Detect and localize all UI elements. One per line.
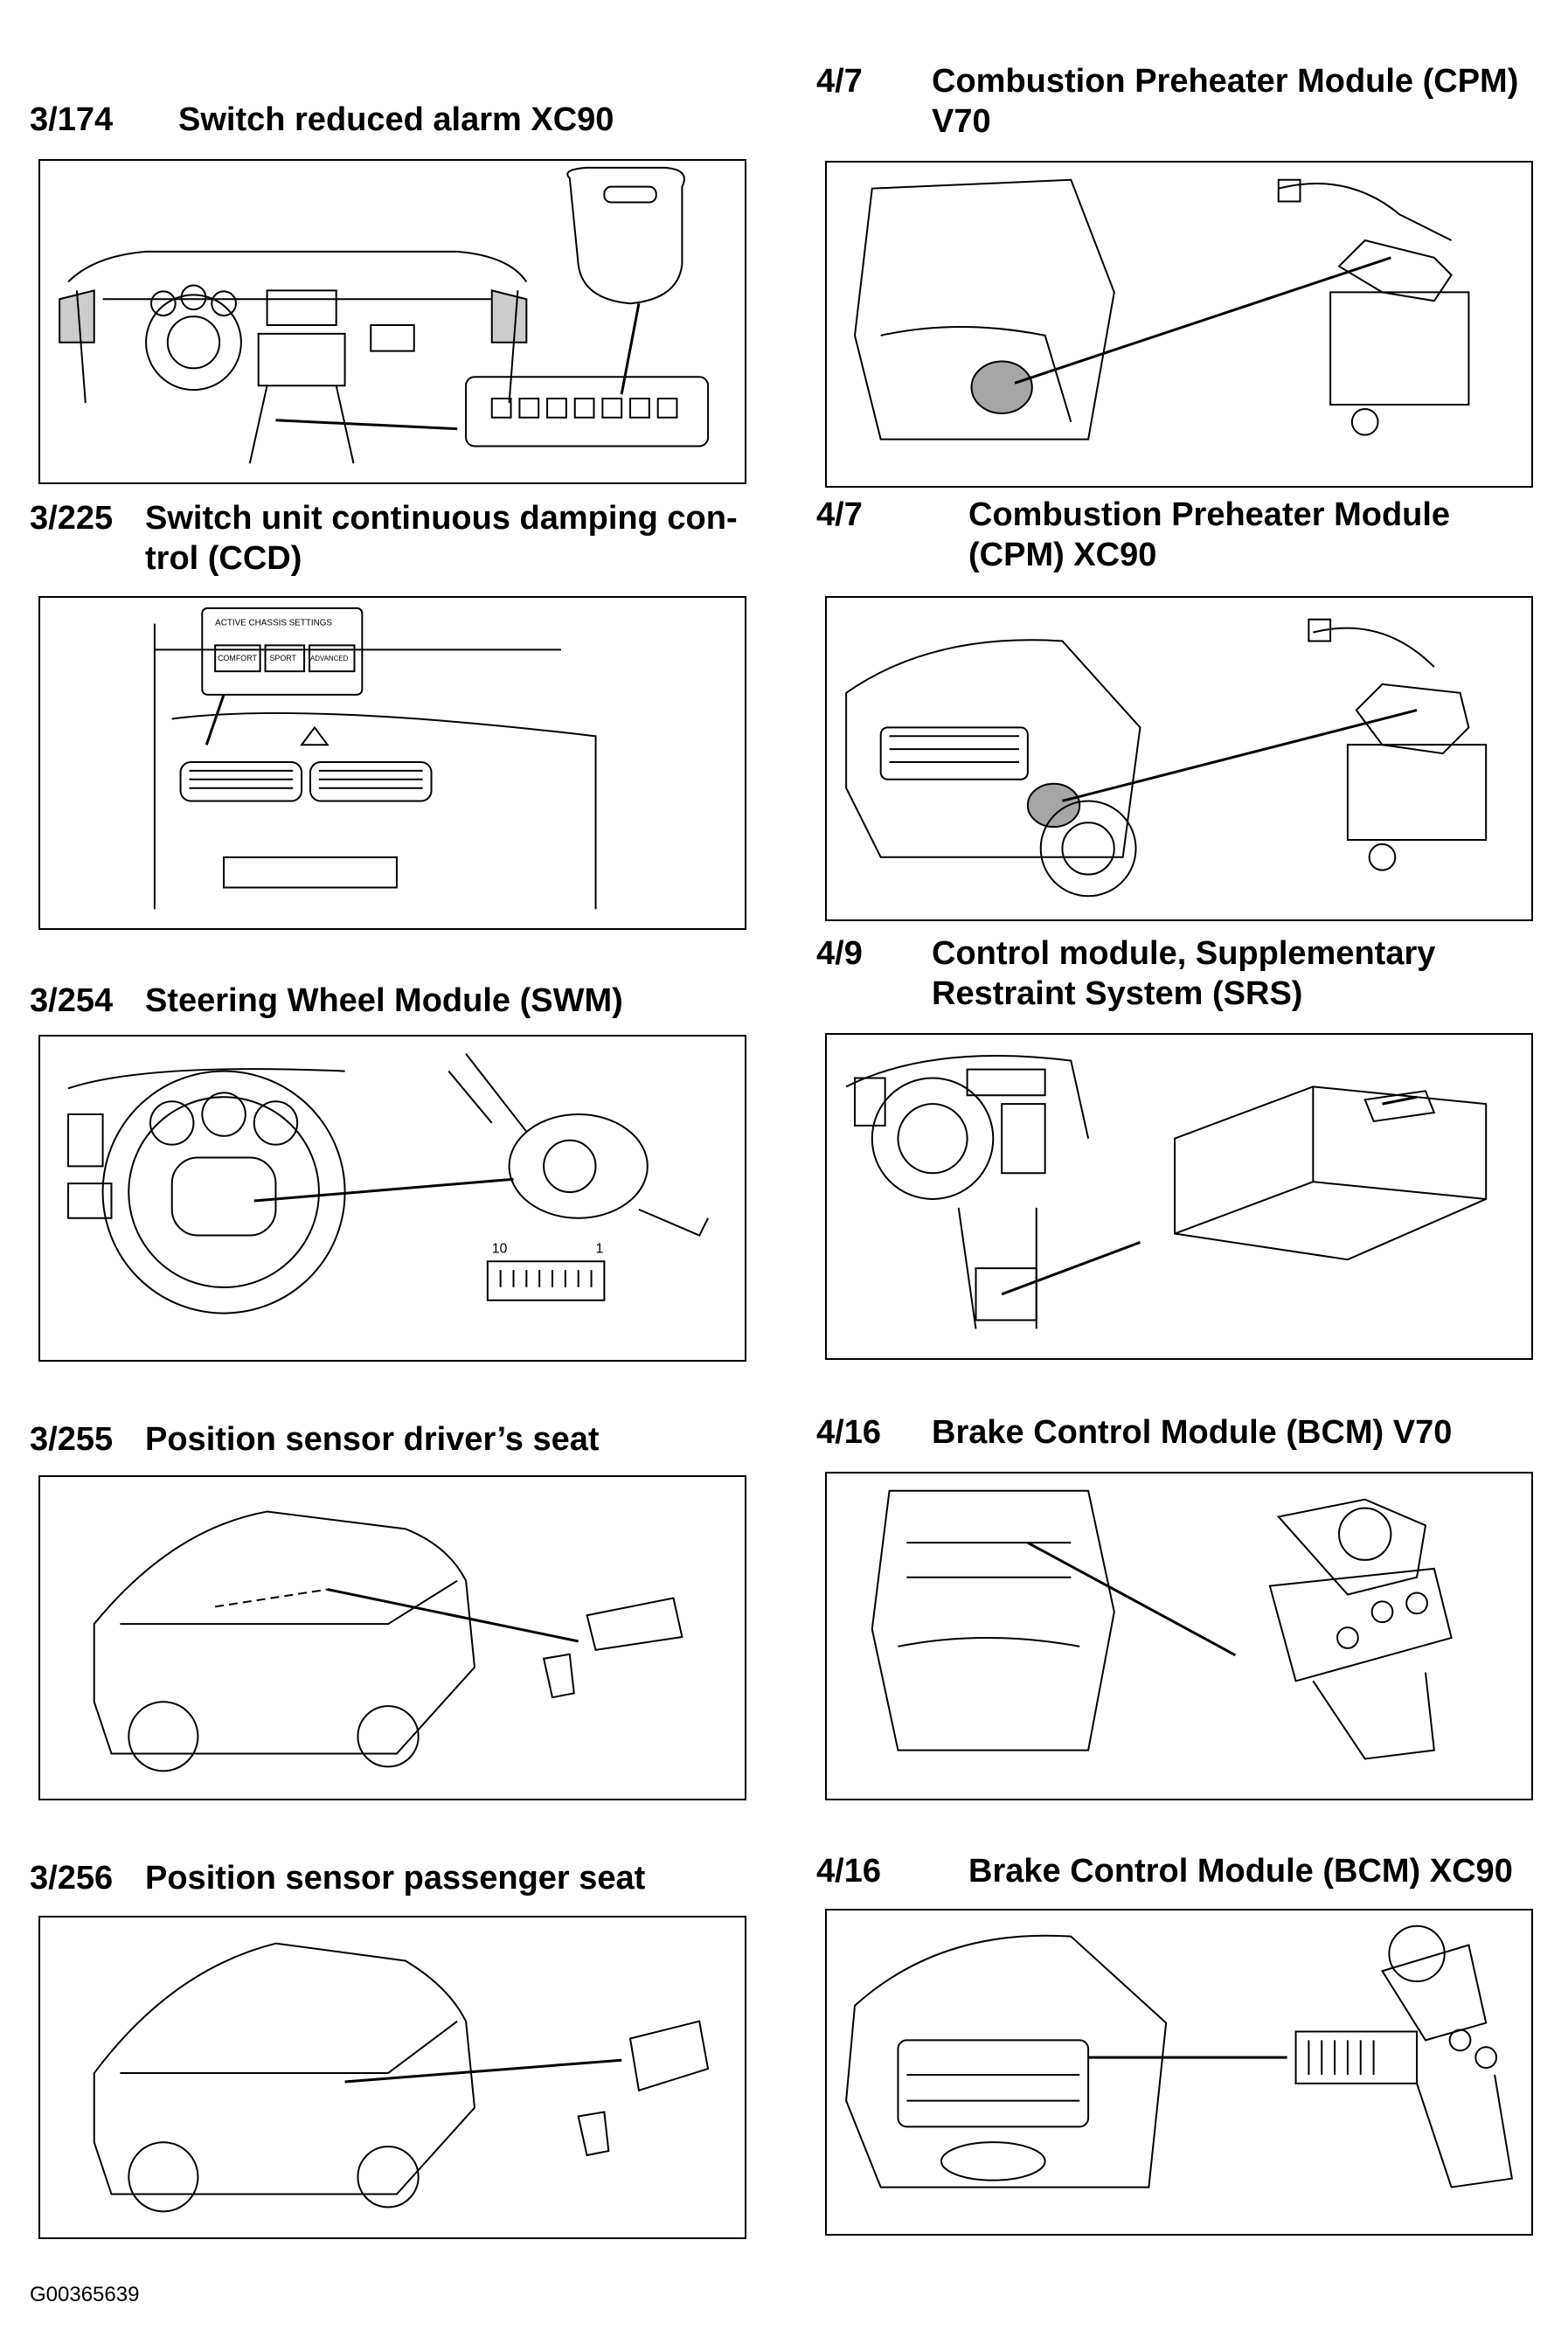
entry-number: 4/7	[816, 63, 863, 100]
entry-title: Combustion Preheater Module	[968, 496, 1451, 533]
passenger-seat-illustration	[40, 1918, 745, 2237]
bcm-v70-illustration	[827, 1474, 1531, 1799]
diagram-srs-module	[825, 1033, 1533, 1360]
entry-number: 4/16	[816, 1853, 881, 1890]
ccd-panel-header: ACTIVE CHASSIS SETTINGS	[215, 619, 332, 628]
diagram-driver-seat-sensor	[38, 1475, 746, 1800]
ccd-button-sport: SPORT	[269, 654, 296, 662]
entry-number: 4/9	[816, 935, 863, 972]
diagram-passenger-seat-sensor	[38, 1916, 746, 2239]
entry-title: Control module, Supplementary	[932, 935, 1436, 972]
entry-title: Switch unit continuous damping con-	[145, 500, 738, 537]
diagram-bcm-xc90	[825, 1909, 1533, 2236]
entry-number: 3/256	[30, 1860, 114, 1897]
entry-title-cont: trol (CCD)	[145, 540, 302, 577]
connector-pin-right: 1	[595, 1241, 603, 1256]
ccd-button-comfort: COMFORT	[218, 654, 257, 662]
entry-title: Brake Control Module (BCM) V70	[932, 1414, 1453, 1451]
connector-pin-left: 10	[492, 1241, 508, 1256]
entry-title: Steering Wheel Module (SWM)	[145, 982, 623, 1019]
entry-title-cont: (CPM) XC90	[968, 537, 1157, 573]
entry-title: Position sensor passenger seat	[145, 1860, 646, 1897]
srs-illustration	[827, 1035, 1531, 1358]
cpm-xc90-illustration	[827, 598, 1531, 919]
entry-title-cont: Restraint System (SRS)	[932, 975, 1303, 1012]
entry-number: 4/16	[816, 1414, 881, 1451]
entry-title: Brake Control Module (BCM) XC90	[968, 1853, 1513, 1890]
diagram-ccd-switch: ACTIVE CHASSIS SETTINGS COMFORT SPORT AD…	[38, 596, 746, 930]
diagram-switch-reduced-alarm	[38, 159, 746, 484]
diagram-bcm-v70	[825, 1472, 1533, 1800]
entry-number: 3/255	[30, 1421, 114, 1458]
entry-title: Combustion Preheater Module (CPM)	[932, 63, 1519, 100]
cpm-v70-illustration	[827, 163, 1531, 486]
figure-code: G00365639	[30, 2283, 140, 2306]
diagram-cpm-xc90	[825, 596, 1533, 921]
entry-title-cont: V70	[932, 103, 991, 140]
ccd-button-advanced: ADVANCED	[310, 655, 349, 662]
driver-seat-illustration	[40, 1477, 745, 1799]
entry-title: Position sensor driver’s seat	[145, 1421, 600, 1458]
entry-title: Switch reduced alarm XC90	[178, 101, 614, 138]
dashboard-illustration	[40, 161, 745, 482]
ccd-illustration: ACTIVE CHASSIS SETTINGS COMFORT SPORT AD…	[40, 598, 745, 928]
entry-number: 3/254	[30, 982, 114, 1019]
diagram-steering-wheel-module: 10 1	[38, 1035, 746, 1362]
entry-number: 4/7	[816, 496, 863, 533]
entry-number: 3/174	[30, 101, 114, 138]
entry-number: 3/225	[30, 500, 114, 537]
bcm-xc90-illustration	[827, 1911, 1531, 2234]
diagram-cpm-v70	[825, 161, 1533, 488]
swm-illustration: 10 1	[40, 1037, 745, 1360]
